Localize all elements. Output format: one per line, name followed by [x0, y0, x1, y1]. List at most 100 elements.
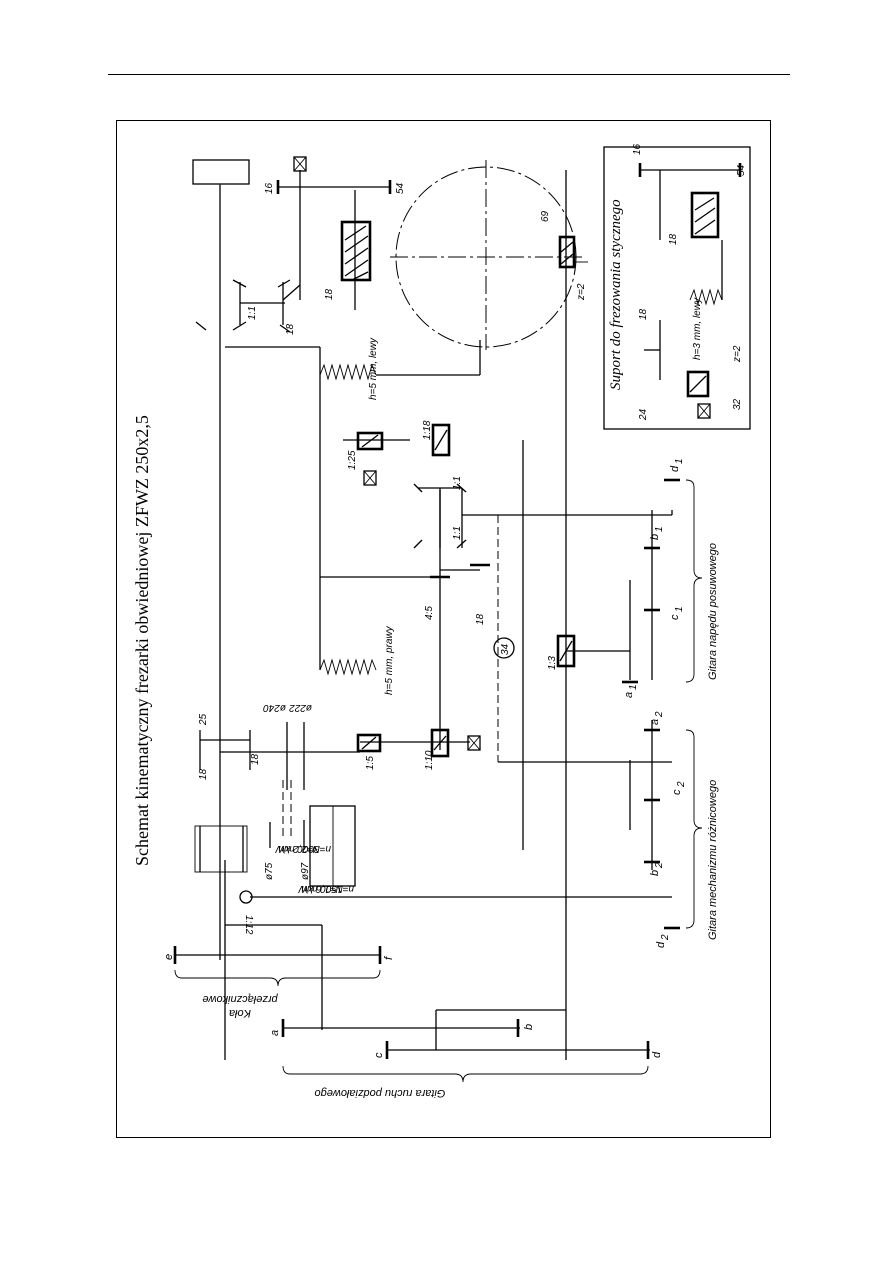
- label-gitara-posuwowego: Gitara napędu posuwowego: [707, 543, 719, 680]
- ratio-118: 1:18: [422, 420, 433, 440]
- gear-label-a2: a: [649, 719, 661, 725]
- teeth-69: 69: [540, 210, 551, 222]
- motor-data-box: [309, 805, 356, 887]
- ratio-11c: 1:1: [247, 306, 258, 320]
- clutch-box: [194, 825, 248, 873]
- label-kola-1: Koła: [229, 1007, 251, 1019]
- gear-label-d1-sub: 1: [674, 458, 685, 464]
- inset-worm: [686, 370, 710, 398]
- teeth-25: 25: [198, 713, 209, 726]
- bearing-125-x2: [363, 470, 377, 486]
- hob-hatch-5: [351, 271, 369, 281]
- bevel-11-m2: [456, 483, 467, 493]
- gear-label-d2: d: [655, 941, 667, 948]
- hob-hatch-2: [344, 235, 369, 253]
- bevel-mark-5: [232, 321, 247, 331]
- inset-label-16: 16: [632, 143, 643, 155]
- bevel-conn: [282, 284, 301, 301]
- bearing-diff-x2: [467, 735, 481, 751]
- inset-hob-h2: [694, 207, 716, 223]
- pulley-222: ø222: [289, 702, 312, 713]
- motor-box-top: [192, 159, 250, 185]
- brace-posuwowego: [685, 479, 703, 683]
- inset-label-54: 54: [736, 164, 747, 176]
- inset-label-h3: h=3 mm, lewy: [692, 297, 703, 360]
- pulley-97: ø97: [300, 862, 311, 880]
- circle-34: [493, 637, 515, 659]
- bevel-mark-1: [232, 279, 247, 288]
- gear-label-b: b: [523, 1024, 535, 1030]
- ratio-125: 1:25: [347, 450, 358, 470]
- bearing-125: [363, 470, 377, 486]
- label-kola-2: przełącznikowe: [202, 993, 278, 1005]
- inset-hob-h1: [694, 197, 715, 211]
- bevel-mark-4: [195, 321, 207, 331]
- gear-label-a2-sub: 2: [654, 711, 665, 718]
- inset-title: Suport do frezowania stycznego: [608, 199, 624, 390]
- diff-worm-1: [356, 733, 382, 753]
- ratio-13: 1:3: [547, 656, 558, 670]
- gear-label-a1-sub: 1: [628, 684, 639, 690]
- teeth-16: 16: [264, 182, 275, 194]
- worm-118-hatch: [434, 429, 448, 451]
- gear-label-d2-sub: 2: [660, 934, 671, 941]
- ratio-11a: 1:1: [452, 526, 463, 540]
- gear-label-a: a: [269, 1030, 281, 1036]
- worm-label-lewy: h=5 mm, lewy: [368, 337, 379, 400]
- motor1-speed: n=1500 min: [301, 883, 354, 894]
- bearing-diff: [467, 735, 481, 751]
- pulley-240: ø240: [263, 702, 286, 713]
- gear-label-b2-sub: 2: [654, 862, 665, 869]
- inset-box: [603, 146, 751, 430]
- teeth-18e: 18: [475, 613, 486, 625]
- inset-label-32: 32: [732, 398, 743, 410]
- motor2-power: N=2,2 kW: [274, 843, 320, 854]
- teeth-18c: 18: [285, 323, 296, 335]
- gear-label-d1: d: [669, 465, 681, 472]
- worm-label-z2: z=2: [576, 283, 587, 301]
- circle-34-label: 34: [500, 643, 511, 655]
- worm-125-hatch: [361, 434, 379, 448]
- gear-label-a1: a: [623, 692, 635, 698]
- table-worm: [558, 235, 576, 269]
- gear-label-d: d: [651, 1051, 663, 1058]
- bevel-11-m4: [456, 539, 467, 549]
- spring-prawy: [319, 658, 377, 676]
- inset-bearing: [697, 403, 711, 419]
- worm-118: [431, 423, 451, 457]
- gear-label-f: f: [383, 956, 395, 960]
- pulley-75: ø75: [264, 862, 275, 880]
- gear-label-b1: b: [649, 534, 661, 540]
- label-gitara-podzialowego: Gitara ruchu podziałowego: [315, 1087, 446, 1099]
- gear-label-b2: b: [649, 870, 661, 876]
- table-worm-hatch-2: [560, 253, 574, 265]
- ratio-112: 1:12: [243, 915, 254, 935]
- header-rule: [108, 74, 790, 75]
- inset-label-z2: z=2: [732, 345, 743, 363]
- hob-hatch-3: [344, 247, 369, 265]
- bevel-11-m3: [413, 539, 423, 549]
- motor2-speed: n=3000 min: [278, 843, 331, 854]
- gear-label-c2: c: [671, 789, 683, 795]
- diff-worm-2: [430, 728, 450, 758]
- ratio-110: 1:10: [424, 750, 435, 770]
- ratio-15: 1:5: [365, 756, 376, 770]
- spring-lewy: [319, 363, 377, 381]
- diagram-title: Schemat kinematyczny frezarki obwiedniow…: [132, 415, 152, 866]
- gear-label-c: c: [373, 1052, 385, 1058]
- brace-kola: [174, 969, 381, 987]
- brace-gitara-podzialowego: [282, 1065, 649, 1083]
- diff-worm-2-hatch: [433, 735, 447, 751]
- inset-hob: [690, 191, 720, 239]
- teeth-18d: 18: [324, 288, 335, 300]
- gear-label-e: e: [163, 954, 175, 960]
- brace-rozniczkowego: [685, 729, 703, 929]
- bevel-mark-3: [279, 324, 291, 333]
- inset-worm-hatch: [689, 375, 707, 393]
- inset-hob-h3: [694, 219, 716, 235]
- hob-cutter: [340, 220, 372, 282]
- gear-label-c1: c: [669, 614, 681, 620]
- bevel-11-m1: [413, 483, 423, 493]
- bevel-mark-2: [277, 279, 291, 288]
